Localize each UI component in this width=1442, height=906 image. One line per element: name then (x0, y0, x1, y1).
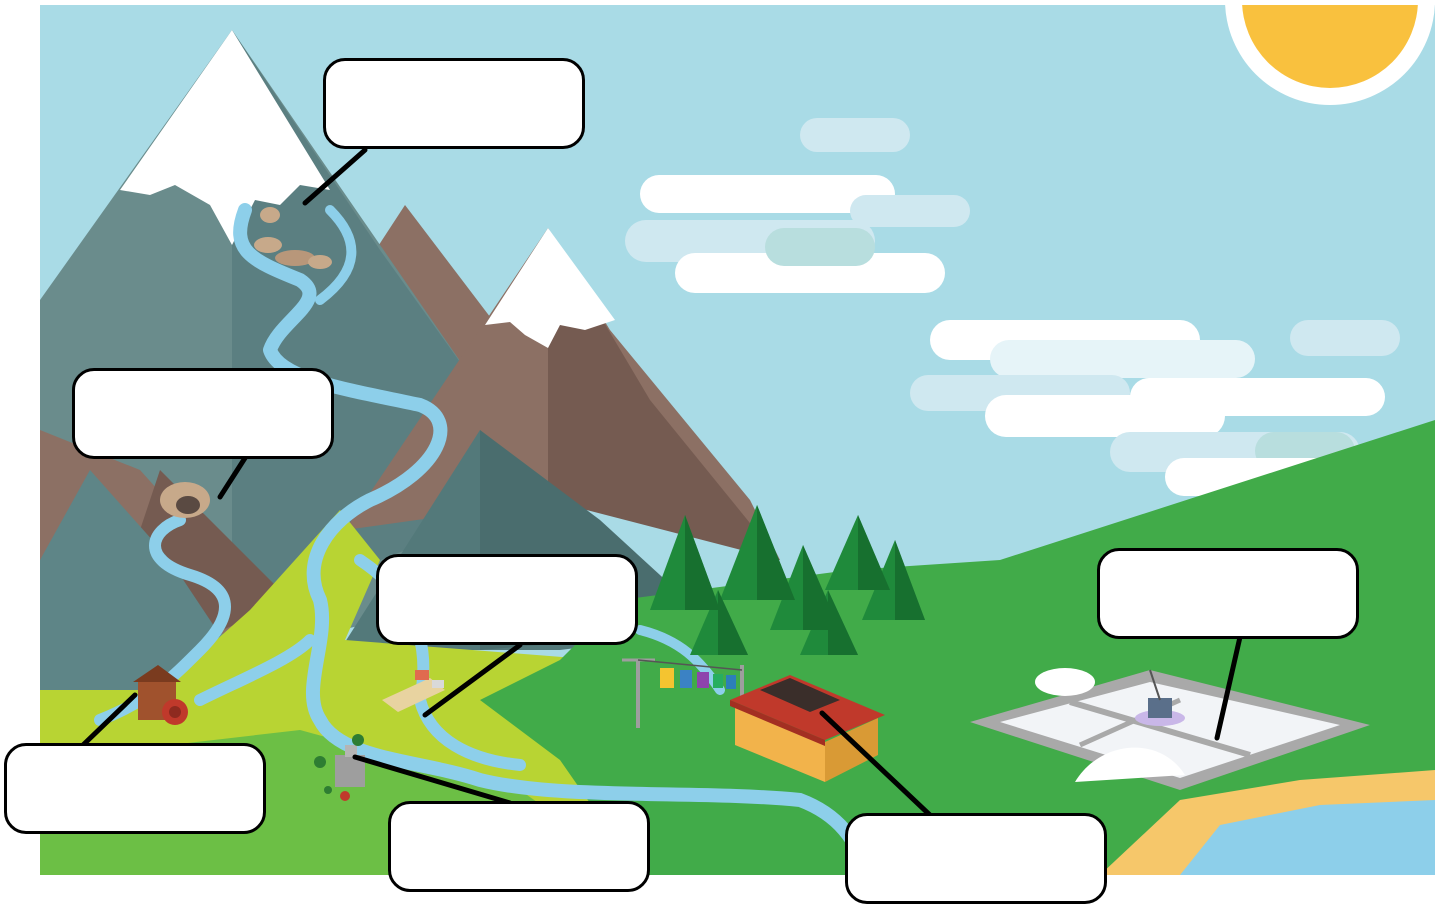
label-box-mill[interactable] (4, 743, 266, 834)
label-box-factory[interactable] (845, 813, 1107, 904)
label-box-dam[interactable] (376, 554, 638, 645)
label-box-plant[interactable] (388, 801, 650, 892)
cave-spring-icon (160, 482, 210, 518)
label-box-mountain-top[interactable] (323, 58, 585, 149)
label-box-mountain-cave[interactable] (72, 368, 334, 459)
label-box-salt-pan[interactable] (1097, 548, 1359, 639)
